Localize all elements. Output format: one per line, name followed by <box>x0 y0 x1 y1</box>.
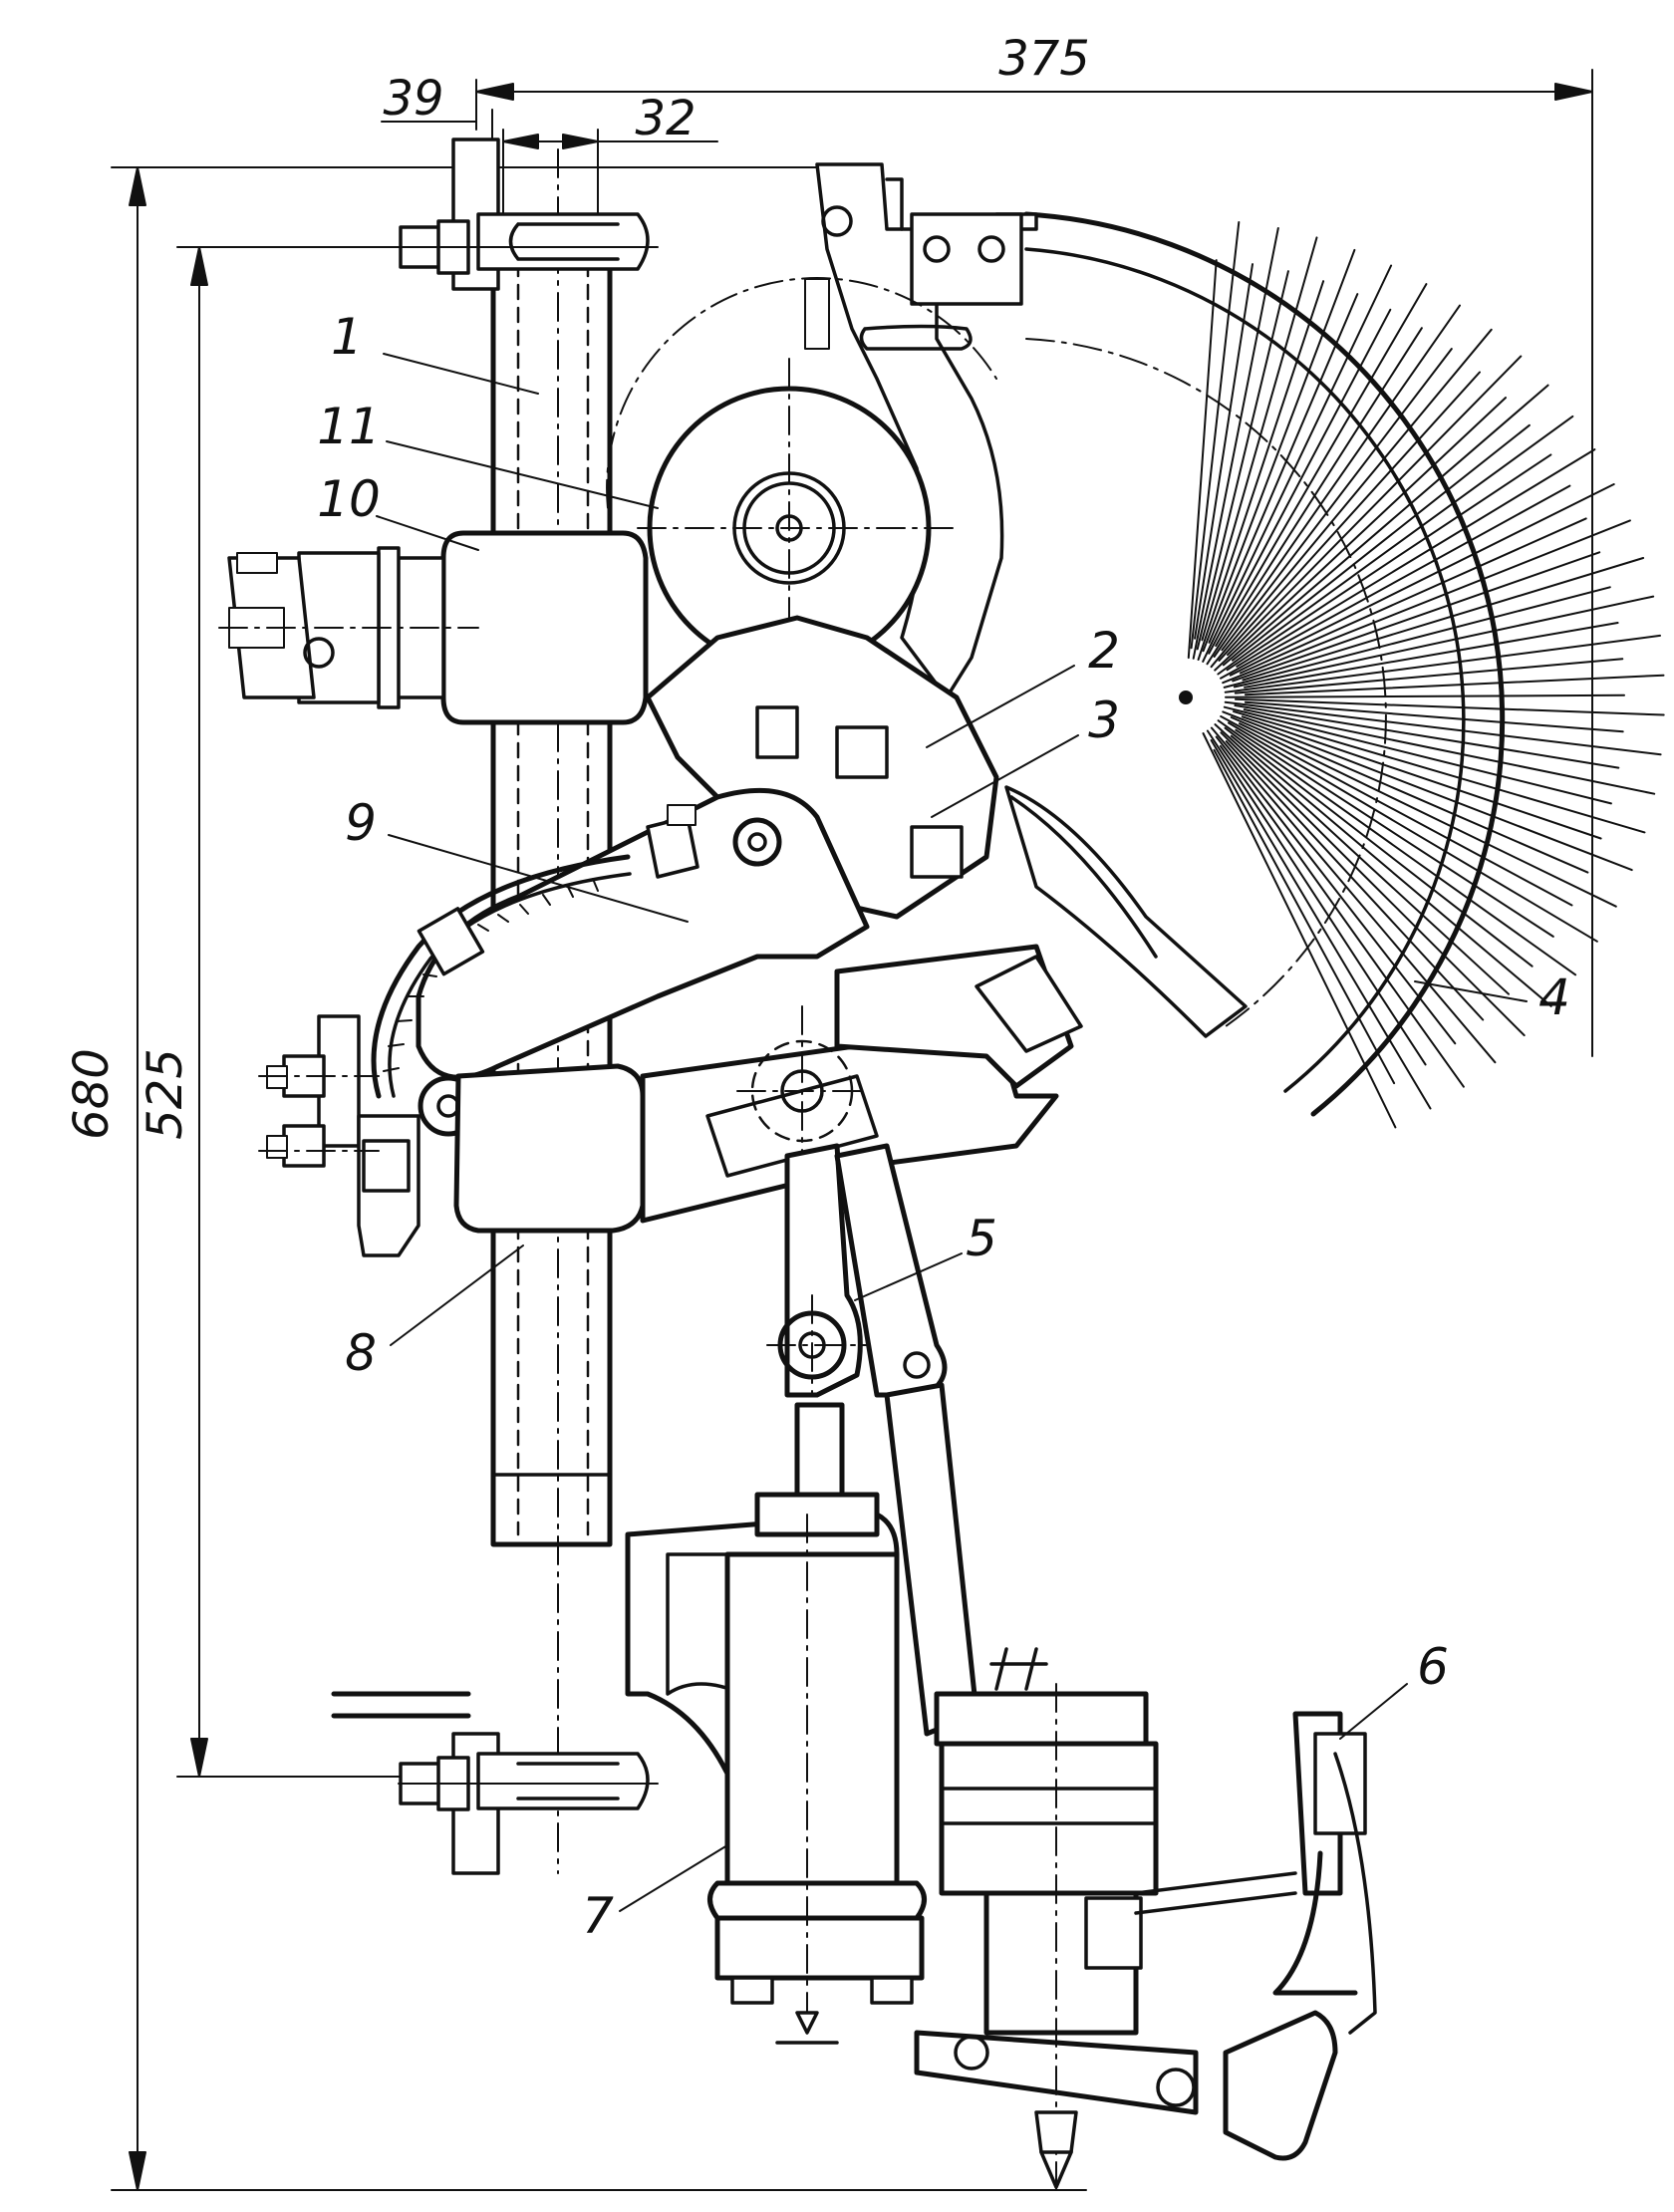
brush-bristle <box>1232 551 1601 683</box>
leader-lines <box>376 353 1528 1912</box>
brush-bristle <box>1197 280 1325 661</box>
collar <box>453 944 1083 1234</box>
brush-bristle <box>1224 700 1662 756</box>
brush-bristle <box>1215 735 1457 1045</box>
brush-bristle <box>1217 415 1574 676</box>
brush-bristle <box>1210 328 1493 669</box>
brush-bristle <box>1234 704 1620 769</box>
brush-bristle <box>1202 264 1393 663</box>
brush-bristle <box>1187 259 1218 660</box>
brush-bristle <box>1194 263 1254 640</box>
brush-bristle <box>1222 710 1633 872</box>
brush-bristle <box>1230 734 1552 1007</box>
label-part-2: 2 <box>1088 622 1120 680</box>
brush-bristle <box>1224 726 1534 968</box>
dim-375: 375 <box>998 31 1090 87</box>
brush-bristle <box>1233 710 1646 834</box>
brush-bristle <box>1208 308 1392 655</box>
brush-bristle <box>1192 227 1279 660</box>
upper-bracket <box>804 162 1038 699</box>
brush-fan <box>1023 211 1665 1129</box>
brush-bristle <box>1234 658 1624 694</box>
brush-bristle <box>1215 283 1428 648</box>
brush-bristle <box>1227 355 1523 657</box>
brush-bristle <box>1235 697 1665 716</box>
label-part-10: 10 <box>317 470 381 528</box>
label-part-9: 9 <box>345 794 377 852</box>
dim-39: 39 <box>383 71 443 127</box>
brush-bristle <box>1223 586 1611 689</box>
swing-arm <box>371 787 870 1137</box>
side-bracket <box>1134 1711 1377 2161</box>
label-part-11: 11 <box>317 398 381 455</box>
brush-bristle <box>1244 622 1619 689</box>
brush-bristle <box>1206 327 1423 666</box>
brush-bristle <box>1244 674 1665 696</box>
brush-bristle <box>1244 700 1624 733</box>
brush-bristle <box>1226 453 1552 672</box>
dimension-texts: 375 39 32 680 525 <box>64 31 1090 1140</box>
lower-housing <box>625 1492 927 2045</box>
label-part-4: 4 <box>1538 968 1570 1026</box>
part-labels: 1 2 3 4 5 6 7 8 9 10 11 <box>317 308 1570 1945</box>
brush-bristle <box>1214 397 1507 672</box>
brush-hub <box>1179 691 1193 704</box>
dim-32: 32 <box>635 91 696 146</box>
brush-bristle <box>1196 270 1289 651</box>
brush-bristle <box>1241 715 1602 840</box>
label-part-1: 1 <box>331 308 363 366</box>
brush-bristle <box>1220 715 1573 907</box>
lower-coil <box>914 1647 1199 2193</box>
brush-bristle <box>1208 293 1359 644</box>
brush-bristle <box>1233 595 1655 689</box>
brush-bristle <box>1225 740 1485 1021</box>
swing-arm-bolts <box>258 1014 420 1257</box>
brush-bristle <box>1224 634 1661 693</box>
link-arm <box>766 1143 979 1737</box>
brush-bristle <box>1239 722 1617 908</box>
clamp-block <box>218 530 701 725</box>
brush-bristle <box>1239 517 1587 675</box>
bottom-tube-clamp <box>331 1691 659 1875</box>
brush-bristle <box>1222 384 1549 667</box>
brush-bristle <box>1210 739 1432 1110</box>
label-part-3: 3 <box>1088 691 1120 749</box>
brush-bristle <box>1225 693 1625 698</box>
brush-bristle <box>1213 748 1396 1085</box>
brush-bristle <box>1230 716 1589 874</box>
brush-bristle <box>1190 221 1241 650</box>
brush-bristle <box>1221 348 1453 652</box>
label-part-5: 5 <box>966 1210 997 1267</box>
label-part-6: 6 <box>1417 1638 1449 1696</box>
brush-bristle <box>1223 705 1612 805</box>
label-part-7: 7 <box>582 1887 614 1945</box>
drive-wheel <box>606 277 997 698</box>
brush-bristle <box>1217 719 1577 976</box>
brush-bristle <box>1206 729 1427 1066</box>
label-part-8: 8 <box>345 1324 377 1382</box>
brush-bristle <box>1201 236 1318 642</box>
top-tube-clamp <box>398 138 659 291</box>
brush-bristle <box>1243 708 1656 795</box>
brush-bristle <box>1229 483 1615 677</box>
brush-bristle <box>1220 731 1526 1037</box>
brush-bristle <box>1214 723 1510 995</box>
brush-bristle <box>1242 557 1645 682</box>
dim-525: 525 <box>138 1048 193 1140</box>
brush-bristle <box>1202 248 1356 653</box>
brush-bristle <box>1220 484 1571 680</box>
dim-680: 680 <box>64 1048 120 1140</box>
brush-bristle <box>1219 744 1465 1088</box>
brush-bristle <box>1236 448 1596 668</box>
brush-bristle <box>1235 728 1554 938</box>
brush-bristle <box>1218 371 1481 662</box>
brush-bristle <box>1202 732 1397 1129</box>
brush-bristle <box>1222 519 1631 685</box>
brush-bristle <box>1232 423 1531 662</box>
brush-bristle <box>1210 726 1497 1064</box>
brush-bristle <box>1213 304 1461 658</box>
brush-bristle <box>1228 721 1598 943</box>
